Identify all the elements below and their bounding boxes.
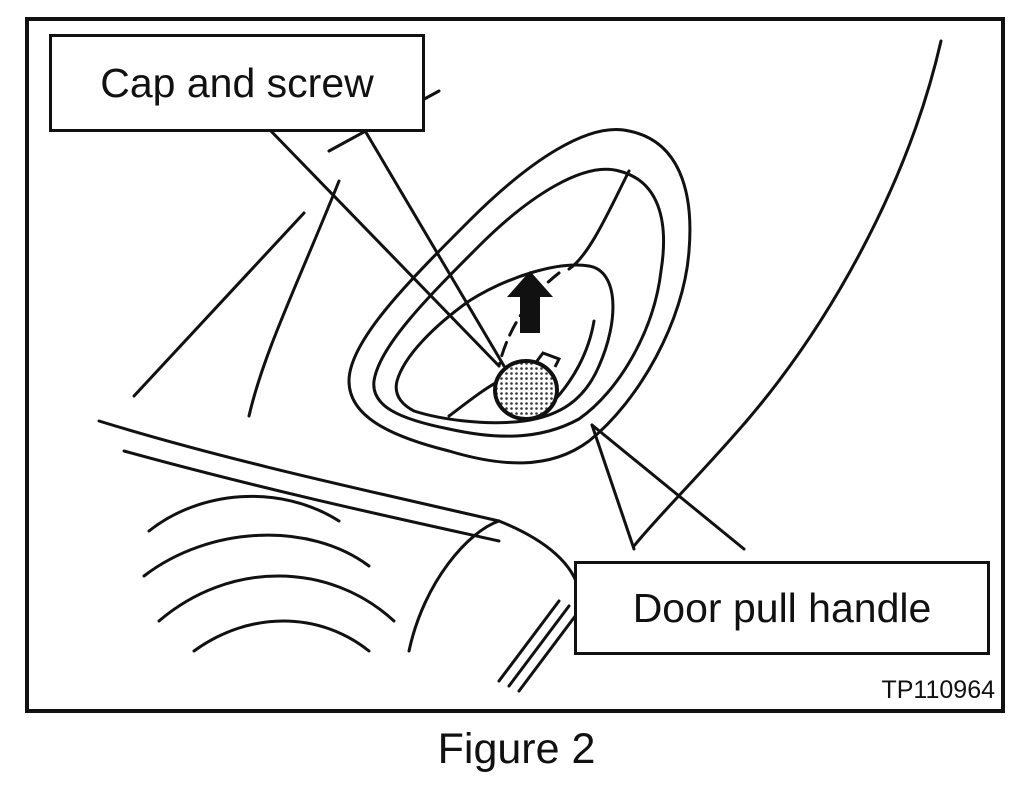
speaker-arc-5 <box>407 519 501 653</box>
speaker-arc-4 <box>192 619 371 653</box>
leader-cap-1 <box>267 127 501 368</box>
door-panel-illustration <box>97 39 943 693</box>
handle-recess-inner <box>394 263 615 425</box>
reference-code: TP110964 <box>881 676 995 704</box>
panel-edge-lower <box>97 419 581 593</box>
cap-and-screw-callout: Cap and screw <box>49 34 425 132</box>
lower-diagonal-2 <box>507 604 571 688</box>
handle-recess-middle <box>372 167 665 438</box>
leader-handle-2 <box>590 423 746 551</box>
window-frame-curve <box>632 39 943 548</box>
door-pull-handle-callout: Door pull handle <box>574 561 990 655</box>
lower-diagonal-3 <box>517 609 581 693</box>
speaker-arc-3 <box>157 574 396 623</box>
leader-handle-1 <box>590 423 636 551</box>
panel-trim-left <box>247 179 341 418</box>
grip-line-3 <box>447 379 501 418</box>
cap-screw-icon <box>493 351 562 421</box>
lower-diagonal-1 <box>497 599 561 683</box>
door-pull-handle-label: Door pull handle <box>632 584 932 631</box>
panel-edge-upper <box>132 211 306 398</box>
handle-recess-outer <box>347 128 692 465</box>
speaker-arc-2 <box>142 533 371 578</box>
figure-caption: Figure 2 <box>437 725 596 773</box>
speaker-arc-1 <box>147 494 341 533</box>
leader-cap-2 <box>362 127 506 368</box>
cap-and-screw-label: Cap and screw <box>100 59 374 106</box>
up-arrow-icon <box>507 271 553 333</box>
panel-edge-lower-2 <box>122 449 501 543</box>
grip-line-1 <box>567 169 631 271</box>
figure-frame: Cap and screw Door pull handle TP110964 <box>25 17 1005 713</box>
